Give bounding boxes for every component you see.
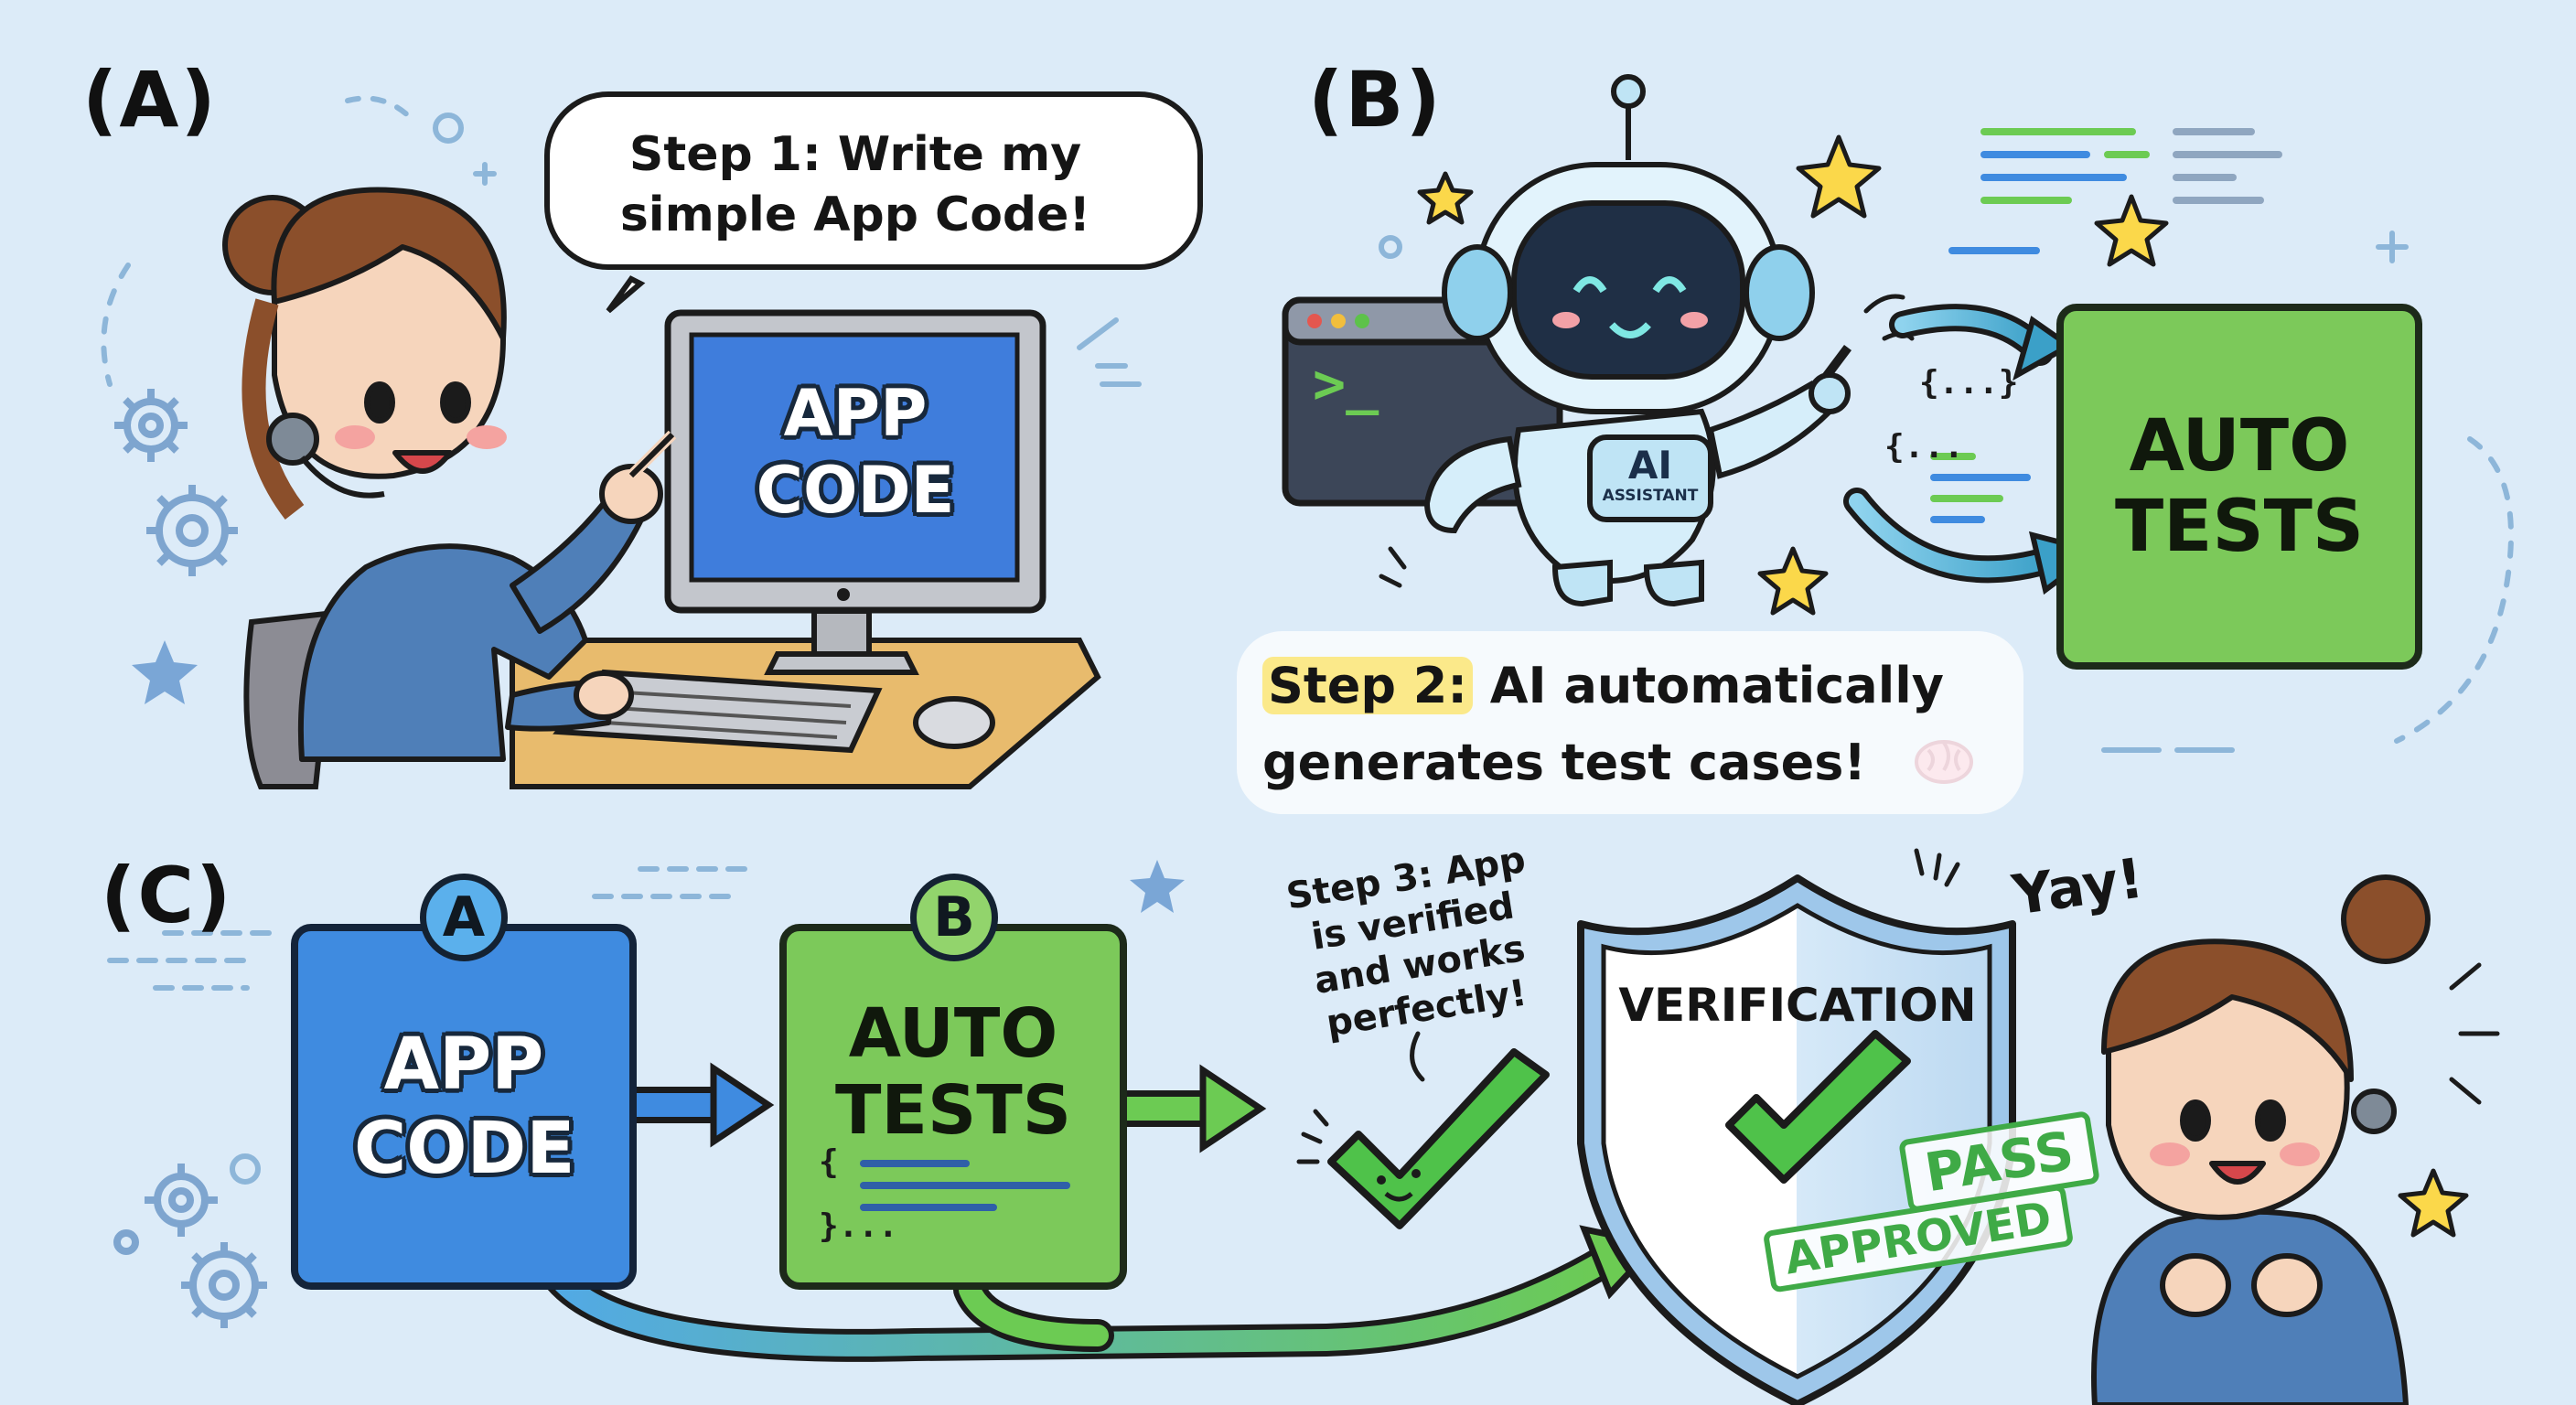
girl-character <box>222 187 677 762</box>
robot-badge-ai: AI <box>1627 443 1673 488</box>
code-snippet-2: {... <box>1884 428 1964 466</box>
auto-tests-text-c: AUTO TESTS <box>834 994 1072 1150</box>
badge-a: A <box>420 874 508 961</box>
code-close-brace: }... <box>819 1207 898 1245</box>
code-line <box>860 1182 1070 1189</box>
panel-c-label: (C) <box>101 851 233 940</box>
robot-badge: AI ASSISTANT <box>1594 443 1707 506</box>
step2-caption: Step 2: AI automatically generates test … <box>1237 631 2023 814</box>
badge-b: B <box>910 874 998 961</box>
speech-tail <box>606 275 646 314</box>
gear-icon <box>113 389 267 1328</box>
app-code-box-c: APP CODE <box>291 924 637 1290</box>
panel-b-label: (B) <box>1308 55 1443 145</box>
code-open-brace: { <box>819 1143 839 1181</box>
sparkle-lines <box>1296 1031 1425 1164</box>
decorations <box>101 95 2514 1185</box>
mouse <box>913 696 995 749</box>
monitor-app-code-text: APP CODE <box>756 376 955 528</box>
speech-bubble-step1: Step 1: Write my simple App Code! <box>544 91 1203 270</box>
step2-text: AI automatically generates test cases! <box>1262 657 1944 791</box>
girl-character-happy <box>2091 874 2431 1405</box>
terminal-prompt: >_ <box>1313 352 1379 416</box>
star-icon <box>132 134 2469 1238</box>
computer-monitor <box>664 309 1046 675</box>
code-lines <box>1930 128 2282 523</box>
app-code-text-c: APP CODE <box>354 1024 575 1190</box>
code-line <box>860 1204 997 1211</box>
robot-badge-assistant: ASSISTANT <box>1602 487 1699 505</box>
auto-tests-box-b: AUTO TESTS <box>2056 304 2422 670</box>
auto-tests-text-b: AUTO TESTS <box>2114 405 2365 568</box>
checkmark-icon <box>1327 1048 1550 1229</box>
robot-ai-assistant <box>1423 74 1852 607</box>
auto-tests-box-c: AUTO TESTS <box>779 924 1127 1290</box>
verification-label: VERIFICATION <box>1618 979 1977 1032</box>
joy-lines <box>1914 848 2500 1105</box>
speech-bubble-text: Step 1: Write my simple App Code! <box>619 127 1091 242</box>
code-snippet-1: {...} <box>1919 364 2019 402</box>
panel-a-label: (A) <box>82 55 218 145</box>
flow-arrows <box>532 1062 1662 1362</box>
code-line <box>860 1160 970 1167</box>
step2-highlight: Step 2: <box>1262 657 1473 714</box>
